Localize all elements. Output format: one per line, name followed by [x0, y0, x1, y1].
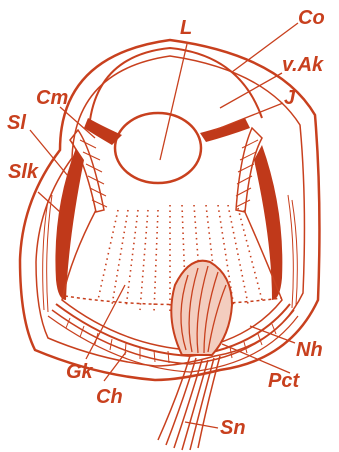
label-retina: Nh: [296, 340, 323, 360]
label-sclera: Sl: [7, 113, 26, 133]
leader-Slk: [38, 192, 60, 212]
label-optic-nerve: Sn: [220, 418, 246, 438]
leader-J: [215, 103, 283, 130]
label-pecten: Pct: [268, 371, 299, 391]
ciliary-hatching-left: [80, 140, 107, 207]
label-vitreous-body: Gk: [66, 362, 93, 382]
lens: [115, 113, 201, 183]
label-iris: J: [284, 88, 295, 108]
iris-right: [200, 118, 250, 142]
sclera-muscle-left: [55, 148, 84, 300]
optic-nerve: [158, 356, 220, 450]
sclera-muscle-right: [254, 145, 282, 300]
label-lens: L: [180, 18, 192, 38]
label-anterior-chamber: v.Ak: [282, 55, 323, 75]
label-sclera-cartilage: Slk: [8, 162, 38, 182]
label-choroid: Ch: [96, 387, 123, 407]
leader-vAk: [220, 73, 282, 108]
label-ciliary-muscle: Cm: [36, 88, 68, 108]
label-cornea: Co: [298, 8, 325, 28]
cornea: [90, 48, 262, 120]
pecten: [171, 261, 232, 355]
outer-striations-right: [288, 195, 297, 308]
